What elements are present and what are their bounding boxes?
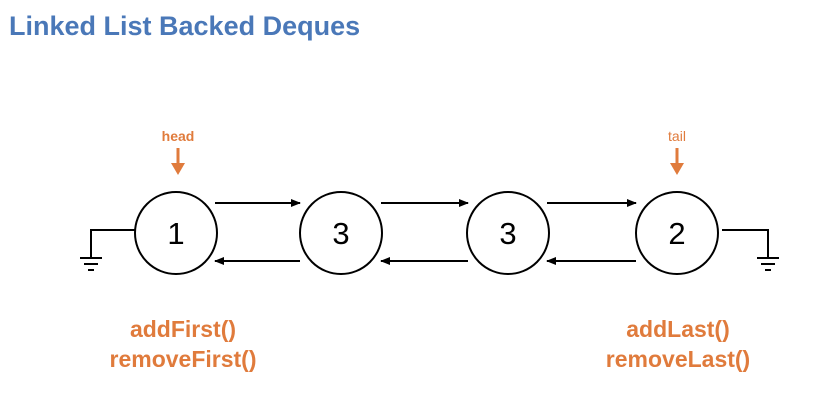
node-value: 3 [332,216,349,251]
add-first-label: addFirst() [129,316,237,342]
head-pointer: head [162,128,195,175]
remove-last-label: removeLast() [605,346,751,372]
node-value: 1 [167,216,184,251]
back-operations: addLast() removeLast() [583,314,773,374]
node-value: 2 [668,216,685,251]
remove-first-label: removeFirst() [109,346,257,372]
tail-label: tail [668,128,686,144]
slide-title: Linked List Backed Deques [9,11,361,41]
back-ground-icon [722,229,779,271]
list-node: 3 [299,191,383,275]
list-node: 3 [466,191,550,275]
add-last-label: addLast() [626,316,730,342]
tail-pointer: tail [668,128,686,175]
list-node: 2 [635,191,719,275]
node-value: 3 [499,216,516,251]
front-operations: addFirst() removeFirst() [88,314,278,374]
front-ground-icon [80,229,135,271]
tail-arrow-icon [670,163,684,175]
head-arrow-icon [171,163,185,175]
list-node: 1 [134,191,218,275]
head-label: head [162,128,195,144]
